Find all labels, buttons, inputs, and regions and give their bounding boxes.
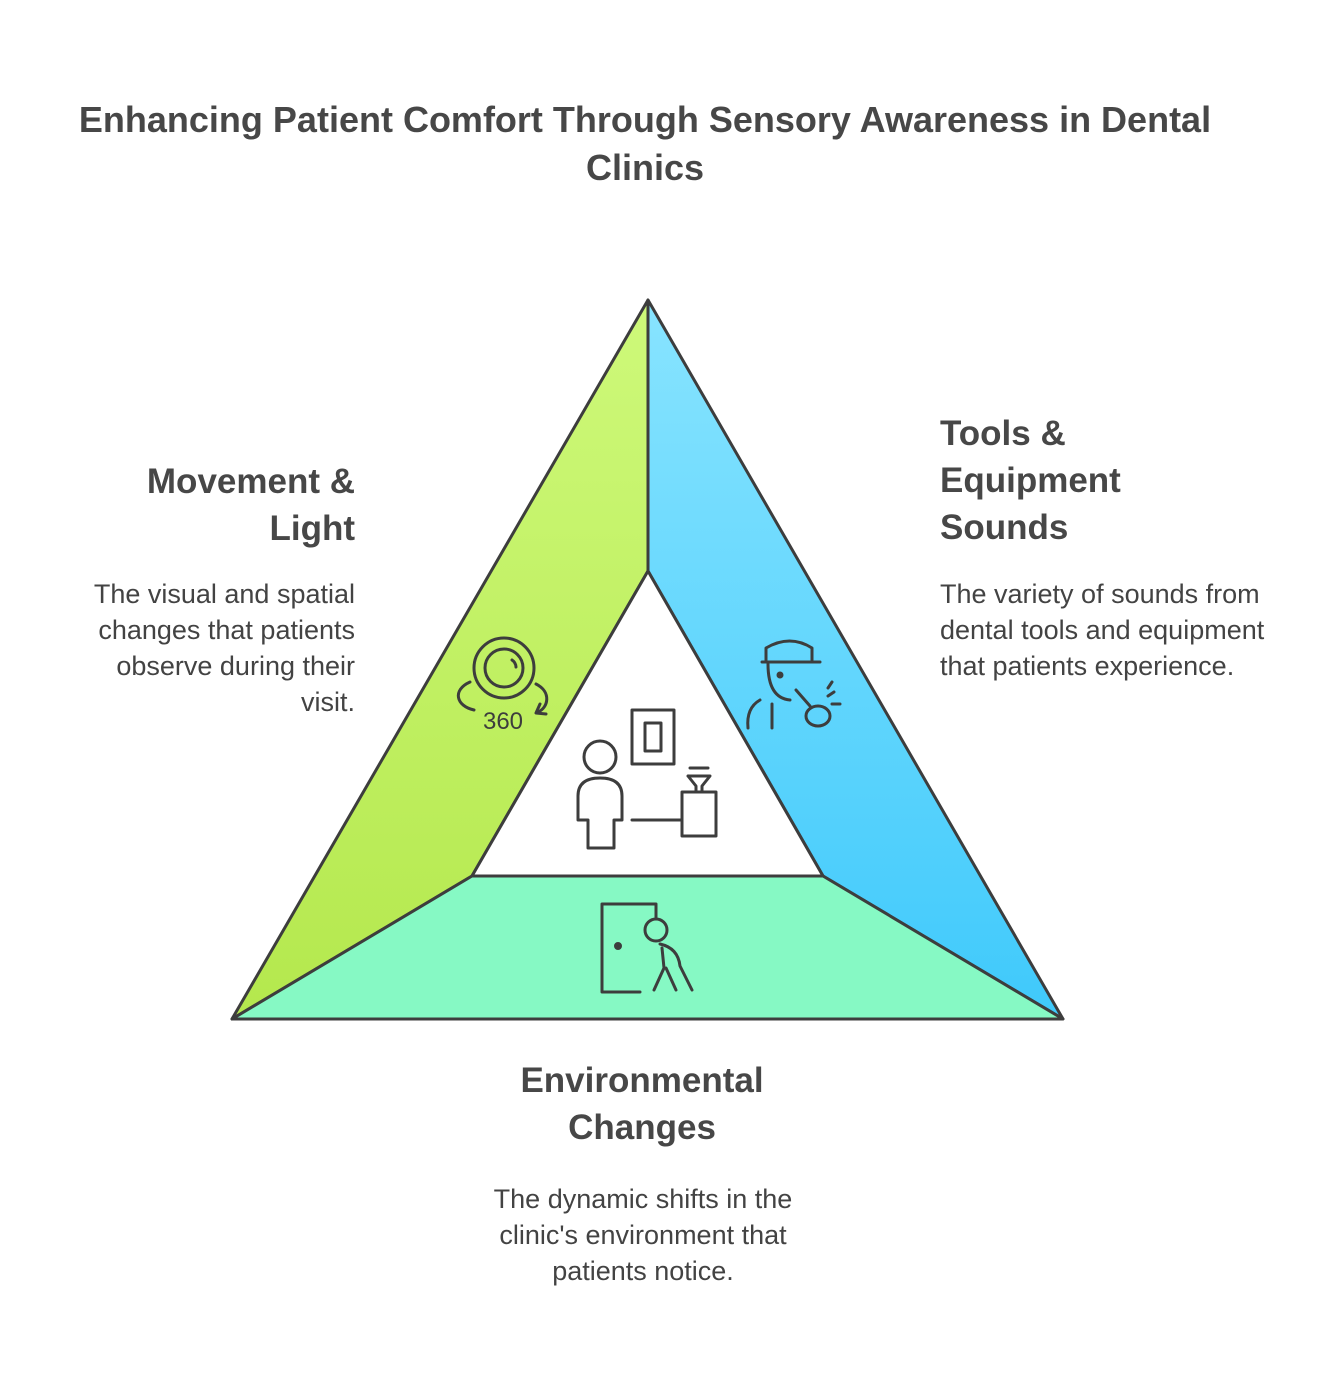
heading-movement-light: Movement & Light: [146, 462, 355, 548]
description-movement-light: The visual and spatial changes that pati…: [93, 579, 355, 717]
person-whistle-icon: [746, 639, 842, 730]
person-leaving-door-icon: [600, 902, 694, 994]
heading-tools-sounds: Tools & Equipment Sounds: [940, 414, 1121, 547]
person-room-furniture-icon: [576, 708, 718, 850]
description-tools-sounds: The variety of sounds from dental tools …: [940, 579, 1265, 681]
icon-360-label: 360: [483, 708, 523, 735]
rotate-360-icon: 360: [457, 636, 549, 735]
description-environmental-changes: The dynamic shifts in the clinic's envir…: [493, 1184, 793, 1286]
heading-environmental-changes: Environmental Changes: [520, 1061, 764, 1147]
page-title: Enhancing Patient Comfort Through Sensor…: [78, 99, 1212, 188]
